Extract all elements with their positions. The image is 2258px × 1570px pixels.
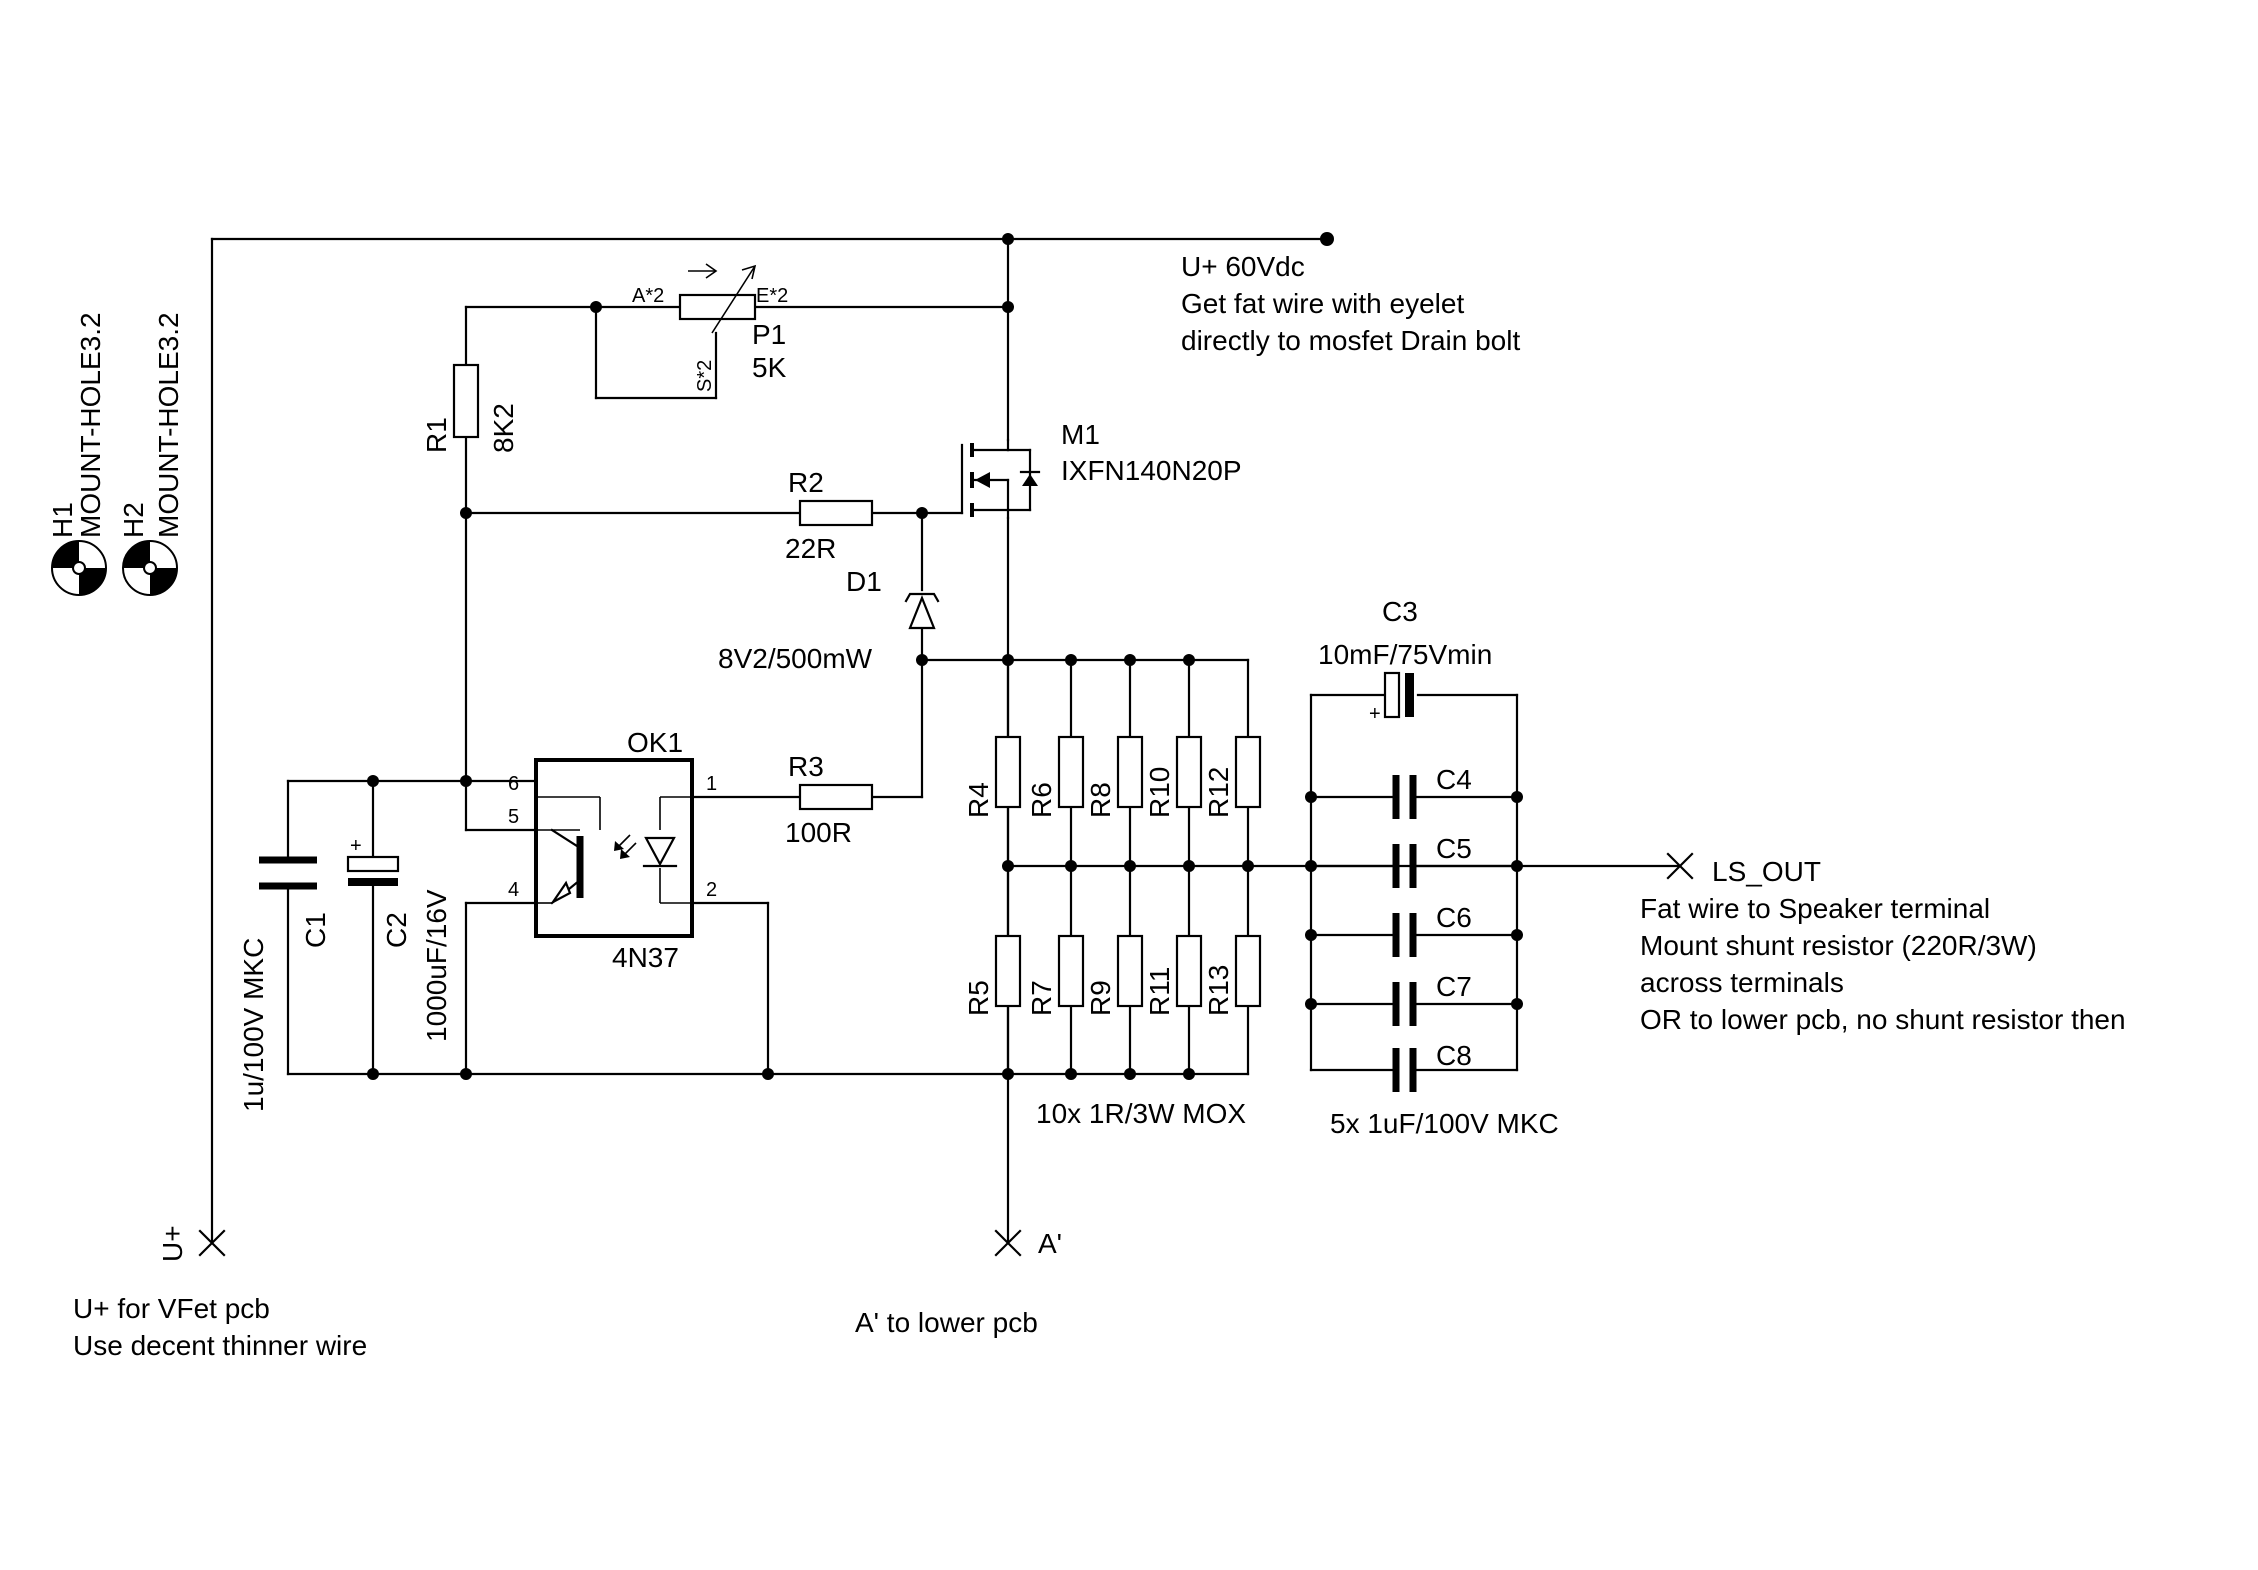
supply-note-line2: Get fat wire with eyelet: [1181, 288, 1464, 319]
capacitor-label: C7: [1436, 971, 1472, 1002]
capacitor-bank-note: 5x 1uF/100V MKC: [1330, 1108, 1559, 1139]
ls-note-line4: OR to lower pcb, no shunt resistor then: [1640, 1004, 2126, 1035]
r1-value: 8K2: [488, 403, 519, 453]
ls-note-line2: Mount shunt resistor (220R/3W): [1640, 930, 2037, 961]
m1-name: M1: [1061, 419, 1100, 450]
p1-pin-e-label: E*2: [756, 285, 788, 307]
capacitor-label: C6: [1436, 902, 1472, 933]
p1-pin-s-label: S*2: [694, 360, 716, 392]
capacitor-c3: + C3 10mF/75Vmin: [1318, 596, 1492, 725]
c3-name: C3: [1382, 596, 1418, 627]
wires: [210, 237, 1682, 1245]
c2-name: C2: [381, 912, 412, 948]
resistor-label: R12: [1203, 767, 1234, 818]
resistor-label: R8: [1085, 782, 1116, 818]
a-terminal: A' A' to lower pcb: [855, 1228, 1062, 1338]
c1-name: C1: [300, 912, 331, 948]
ls-note-line3: across terminals: [1640, 967, 1844, 998]
mosfet-m1: M1 IXFN140N20P: [960, 419, 1242, 520]
supply-note: U+ 60Vdc Get fat wire with eyelet direct…: [1181, 251, 1520, 356]
uplus-note-line1: U+ for VFet pcb: [73, 1293, 270, 1324]
resistor-label: R13: [1203, 965, 1234, 1016]
ok1-name: OK1: [627, 727, 683, 758]
ok1-pin6-label: 6: [508, 773, 519, 795]
a-pin-label: A': [1038, 1228, 1062, 1259]
h1-value: MOUNT-HOLE3.2: [75, 312, 106, 538]
h2-value: MOUNT-HOLE3.2: [153, 312, 184, 538]
h2-name: H2: [118, 502, 149, 538]
resistor-r2: R2 22R: [785, 467, 874, 564]
c2-plus-sign: +: [350, 835, 362, 857]
p1-pin-a-label: A*2: [632, 285, 664, 307]
r2-name: R2: [788, 467, 824, 498]
capacitor-bank: C4 C5 C6 C7 C8 5x 1uF/100V MKC: [1330, 764, 1559, 1139]
resistor-label: R7: [1026, 980, 1057, 1016]
uplus-note-line2: Use decent thinner wire: [73, 1330, 367, 1361]
capacitor-label: C5: [1436, 833, 1472, 864]
capacitor-label: C4: [1436, 764, 1472, 795]
r1-name: R1: [421, 417, 452, 453]
ok1-pin5-label: 5: [508, 806, 519, 828]
d1-name: D1: [846, 566, 882, 597]
d1-value: 8V2/500mW: [718, 643, 873, 674]
resistor-bank: R4 R6 R8 R10 R12 R5 R7 R9 R11 R13 10x 1R…: [963, 735, 1262, 1129]
p1-name: P1: [752, 319, 786, 350]
ok1-pin2-label: 2: [706, 879, 717, 901]
r3-name: R3: [788, 751, 824, 782]
resistor-label: R6: [1026, 782, 1057, 818]
mount-hole-h1: H1 MOUNT-HOLE3.2: [47, 312, 107, 596]
ls-out-label: LS_OUT: [1712, 856, 1821, 887]
uplus-pin-label: U+: [157, 1225, 188, 1262]
c3-value: 10mF/75Vmin: [1318, 639, 1492, 670]
r3-value: 100R: [785, 817, 852, 848]
junction-dots: [367, 232, 1523, 1080]
ls-note-line1: Fat wire to Speaker terminal: [1640, 893, 1990, 924]
uplus-terminal: U+ U+ for VFet pcb Use decent thinner wi…: [73, 1225, 367, 1361]
resistor-label: R4: [963, 782, 994, 818]
zener-d1: D1 8V2/500mW: [718, 566, 940, 674]
p1-value: 5K: [752, 352, 787, 383]
capacitor-label: C8: [1436, 1040, 1472, 1071]
c3-plus-sign: +: [1369, 703, 1381, 725]
potentiometer-p1: A*2 E*2 S*2 P1 5K: [632, 263, 788, 392]
ok1-value: 4N37: [612, 942, 679, 973]
capacitor-c1: C1 1u/100V MKC: [238, 856, 331, 1112]
r2-value: 22R: [785, 533, 836, 564]
resistor-bank-note: 10x 1R/3W MOX: [1036, 1098, 1246, 1129]
h1-name: H1: [47, 502, 78, 538]
optocoupler-ok1: OK1 4N37 1 2 4 5 6: [508, 727, 717, 973]
ls-out-terminal: LS_OUT Fat wire to Speaker terminal Moun…: [1640, 852, 2126, 1035]
c2-value: 1000uF/16V: [421, 889, 452, 1042]
resistor-r1: R1 8K2: [421, 363, 519, 453]
resistor-label: R5: [963, 980, 994, 1016]
capacitor-c2: + C2 1000uF/16V: [346, 835, 452, 1042]
c1-value: 1u/100V MKC: [238, 938, 269, 1112]
resistor-label: R10: [1144, 767, 1175, 818]
m1-value: IXFN140N20P: [1061, 455, 1242, 486]
mount-hole-h2: H2 MOUNT-HOLE3.2: [118, 312, 184, 596]
supply-note-line1: U+ 60Vdc: [1181, 251, 1305, 282]
supply-note-line3: directly to mosfet Drain bolt: [1181, 325, 1520, 356]
ok1-pin1-label: 1: [706, 773, 717, 795]
resistor-label: R9: [1085, 980, 1116, 1016]
resistor-r3: R3 100R: [785, 751, 874, 848]
a-note: A' to lower pcb: [855, 1307, 1038, 1338]
ok1-pin4-label: 4: [508, 879, 519, 901]
resistor-label: R11: [1144, 967, 1175, 1016]
